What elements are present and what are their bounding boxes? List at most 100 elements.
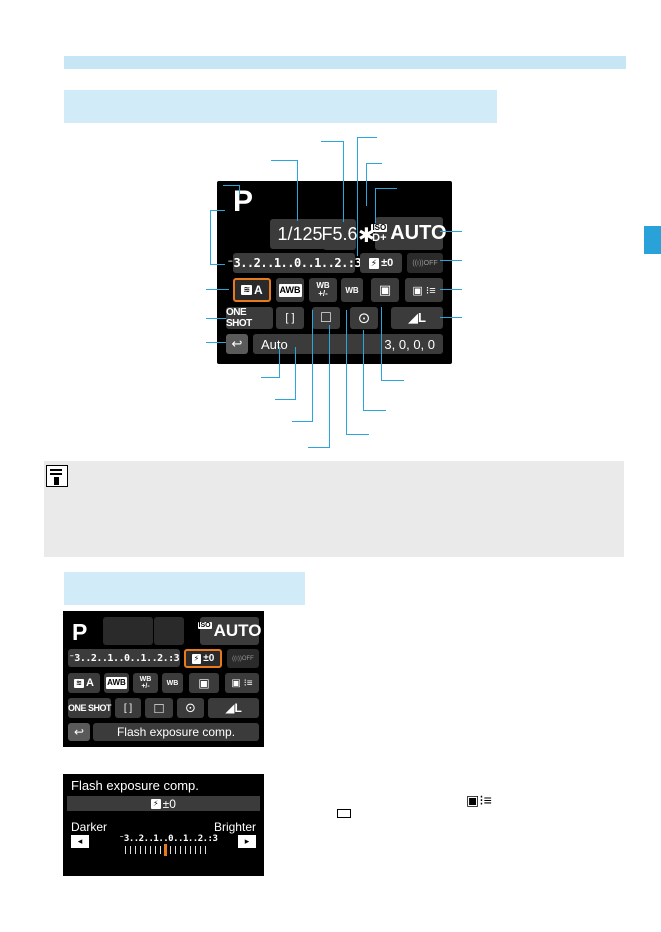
wb-shift-sign: +/-	[141, 683, 150, 690]
back-button[interactable]: ↩	[226, 334, 248, 354]
metering-mode-setting[interactable]: ⊙	[177, 698, 204, 718]
iso-speed-setting[interactable]: ISO D+ AUTO	[371, 217, 447, 250]
section-heading-bar-1	[64, 90, 497, 123]
callout-custom-controls	[440, 289, 462, 290]
shooting-mode: P	[72, 619, 88, 645]
memo-icon	[46, 465, 68, 487]
callout-wb-bracketing	[346, 310, 369, 435]
flash-comp-scale-labels: ⁻3..2..1..0..1..2.:3	[119, 834, 218, 844]
darker-label: Darker	[71, 820, 108, 834]
setting-info-bar: Auto 3, 0, 0, 0	[253, 334, 443, 354]
custom-controls-setting[interactable]: ▣ ⁝≡	[405, 278, 443, 302]
callout-wb-correction	[292, 310, 313, 422]
awb-icon: AWB	[278, 283, 302, 297]
picture-style-value: A	[254, 283, 263, 297]
callout-shooting-mode	[223, 185, 240, 195]
iso-value: AUTO	[390, 222, 447, 244]
wb-shift-icon: WB	[139, 676, 152, 683]
af-point-setting[interactable]: [ ]	[115, 698, 141, 718]
callout-drive	[308, 325, 330, 448]
ae-lock-icon: ✱	[358, 225, 375, 247]
wb-correction-setting[interactable]: WB +/-	[133, 673, 158, 693]
drive-mode-setting[interactable]: □	[145, 698, 173, 718]
picture-style-setting[interactable]: ≋ A	[68, 673, 100, 693]
flash-comp-icon: ⚡	[191, 653, 202, 664]
picture-style-value: A	[85, 677, 94, 689]
flash-exposure-comp-screen: Flash exposure comp. ⚡ ±0 Darker Brighte…	[63, 774, 264, 876]
af-point-inline-icon	[337, 809, 351, 818]
setting-value: 3, 0, 0, 0	[384, 336, 435, 352]
quick-control-screen-flash: P ISO AUTO ⁻3..2..1..0..1..2.:3 ⚡ ±0 ((ı…	[63, 611, 264, 747]
shooting-mode: P	[233, 185, 254, 218]
wb-shift-sign: +/-	[318, 289, 328, 298]
image-quality-setting[interactable]: ◢L	[391, 307, 443, 329]
flash-comp-value: ±0	[381, 257, 394, 269]
flash-comp-icon: ⚡	[151, 798, 161, 809]
metering-mode-setting[interactable]: ⊙	[350, 307, 378, 329]
callout-back	[206, 342, 226, 343]
callout-af-point	[275, 347, 296, 400]
flash-comp-scale-ticks[interactable]	[125, 846, 209, 854]
increase-arrow-button[interactable]: ▸	[238, 835, 256, 848]
custom-controls-setting[interactable]: ▣ ⁝≡	[225, 673, 259, 693]
drive-mode-setting[interactable]: □	[312, 307, 340, 329]
af-operation-setting[interactable]: ONE SHOT	[68, 698, 112, 718]
af-point-setting[interactable]: [ ]	[276, 307, 304, 329]
flash-exposure-comp-setting[interactable]: ⚡ ±0	[184, 649, 222, 668]
white-balance-setting[interactable]: AWB	[276, 278, 304, 302]
chapter-side-tab	[644, 226, 661, 254]
picture-style-setting[interactable]: ≋ A	[233, 278, 271, 302]
aperture-setting[interactable]: F5.6	[321, 219, 358, 250]
flash-comp-value: ±0	[162, 796, 176, 811]
iso-speed-setting[interactable]: ISO AUTO	[197, 617, 262, 645]
wireless-setting[interactable]: ((ı))OFF	[227, 649, 259, 668]
highlight-tone-priority-icon: D+	[372, 231, 387, 244]
callout-ae-lock	[366, 163, 382, 206]
callout-exposure-comp	[210, 210, 225, 265]
decrease-arrow-button[interactable]: ◂	[71, 835, 89, 848]
awb-icon: AWB	[106, 677, 127, 689]
shutter-speed-setting[interactable]: 1/125	[270, 219, 330, 249]
iso-icon: ISO	[197, 622, 212, 629]
auto-lighting-optimizer-setting[interactable]: ▣	[371, 278, 399, 302]
note-box	[44, 461, 624, 557]
wb-correction-setting[interactable]: WB +/-	[309, 278, 337, 302]
screen-title: Flash exposure comp.	[71, 778, 199, 793]
iso-value: AUTO	[213, 621, 262, 640]
exposure-compensation-scale[interactable]: ⁻3..2..1..0..1..2.:3	[68, 649, 180, 667]
callout-quality	[440, 317, 462, 318]
callout-highlight-tone	[375, 188, 397, 223]
back-button[interactable]: ↩	[68, 723, 90, 741]
wb-bracketing-setting[interactable]: WB	[341, 278, 363, 302]
callout-picture-style	[206, 289, 229, 290]
wireless-setting[interactable]: ((ı))OFF	[407, 253, 443, 273]
callout-shutter-speed	[271, 160, 298, 221]
callout-flash-comp	[357, 137, 377, 256]
chapter-header-bar	[64, 56, 626, 69]
aperture-empty[interactable]	[154, 617, 184, 645]
callout-metering	[363, 330, 386, 411]
callout-iso	[440, 231, 462, 232]
exposure-compensation-scale[interactable]: ⁻3..2..1..0..1..2.:3	[227, 253, 362, 273]
setting-info-bar: Flash exposure comp.	[93, 723, 259, 741]
flash-comp-current: ⚡ ±0	[67, 796, 260, 811]
custom-controls-inline-icon: ▣⁝≡	[466, 792, 492, 808]
wb-shift-icon: WB	[316, 281, 330, 290]
callout-aperture	[321, 141, 344, 222]
callout-wb	[261, 347, 280, 378]
image-quality-setting[interactable]: ◢L	[208, 698, 259, 718]
flash-exposure-comp-setting[interactable]: ⚡ ±0	[360, 253, 402, 273]
callout-af-operation	[206, 318, 226, 319]
shutter-speed-empty[interactable]	[103, 617, 153, 645]
auto-lighting-optimizer-setting[interactable]: ▣	[189, 673, 219, 693]
wb-bracketing-setting[interactable]: WB	[162, 673, 183, 693]
callout-wireless	[440, 260, 462, 261]
flash-comp-indicator	[164, 844, 167, 856]
white-balance-setting[interactable]: AWB	[104, 673, 129, 693]
brighter-label: Brighter	[213, 820, 256, 834]
flash-comp-value: ±0	[203, 653, 215, 664]
af-operation-setting[interactable]: ONE SHOT	[226, 307, 273, 329]
section-heading-bar-2	[64, 572, 305, 605]
picture-style-icon: ≋	[241, 285, 253, 295]
iso-icon: ISO	[371, 222, 388, 232]
